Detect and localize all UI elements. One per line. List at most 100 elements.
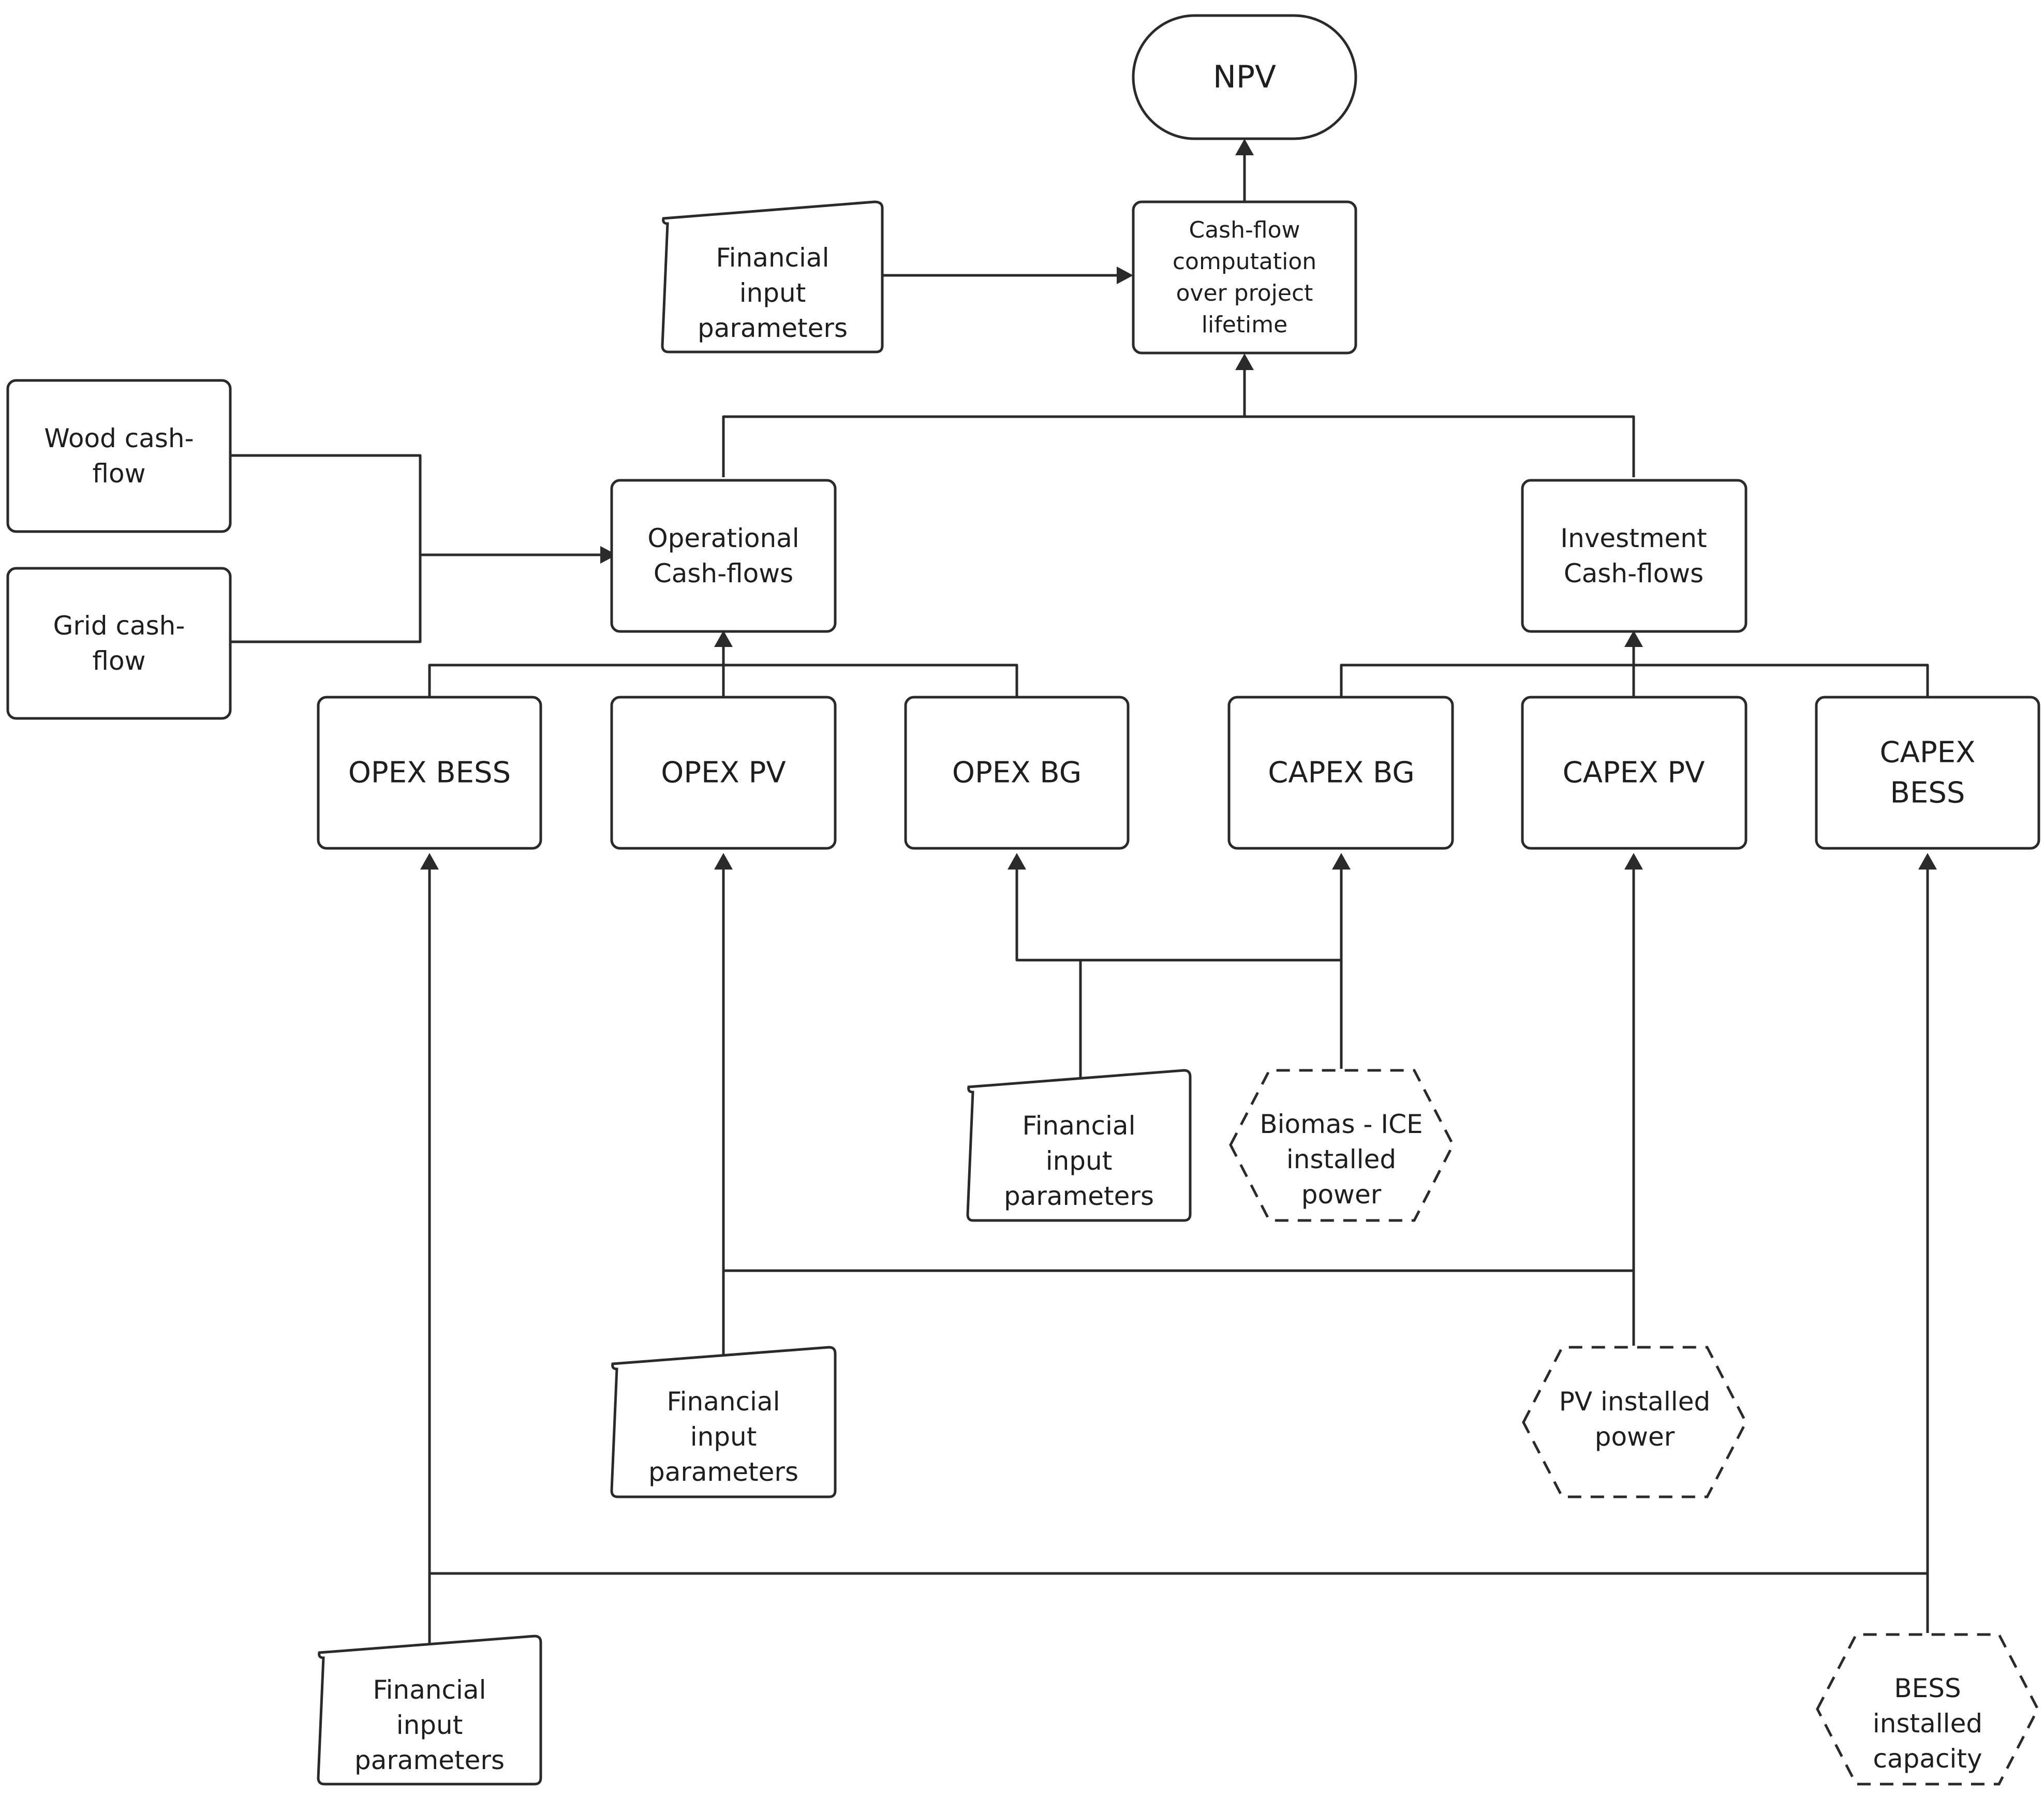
financial-input-bess-node: Financial input parameters	[317, 1635, 542, 1786]
arrowhead-opex-bg	[1008, 853, 1026, 870]
arrowhead-opex-pv	[714, 853, 733, 870]
node-label: NPV	[1213, 59, 1276, 95]
opex-pv-node: OPEX PV	[610, 696, 837, 850]
node-label-line: flow	[93, 459, 146, 489]
pv-installed-power-node: PV installed power	[1522, 1346, 1747, 1498]
node-label-line: NPV	[1213, 59, 1276, 95]
arrowhead-capex-bess	[1918, 853, 1937, 870]
arrowhead-computation-left	[1117, 267, 1133, 284]
node-label: Grid cash-flow	[53, 611, 185, 676]
connector-wood-grid-to-operational	[230, 454, 600, 643]
node-label: Financial input parameters	[648, 1387, 798, 1487]
opex-bg-node: OPEX BG	[904, 696, 1130, 850]
node-label-line: BESS	[1894, 1673, 1961, 1703]
node-label-line: installed	[1873, 1709, 1982, 1739]
connector-pv-inputs	[722, 870, 1635, 1357]
node-label-line: Operational	[647, 523, 799, 553]
node-label-line: parameters	[648, 1457, 798, 1487]
arrowhead-opex-bess	[420, 853, 439, 870]
financial-input-bg-node: Financial input parameters	[966, 1069, 1192, 1222]
connectors	[230, 155, 1929, 1646]
node-label-line: parameters	[354, 1745, 505, 1775]
connector-capex-to-investment	[1340, 647, 1929, 697]
node-label-line: Grid cash-	[53, 611, 185, 641]
connector-bg-inputs	[1015, 870, 1343, 1082]
arrowhead-operational-bottom	[714, 630, 733, 647]
wood-cash-flow-node: Wood cash-flow	[6, 379, 232, 533]
arrowhead-computation-bottom	[1235, 354, 1254, 370]
node-label-line: OPEX PV	[661, 756, 786, 790]
node-label: OPEX BG	[952, 756, 1082, 790]
biomass-ice-power-node: Biomas - ICE installed power	[1229, 1069, 1455, 1222]
node-label-line: OPEX BESS	[348, 756, 511, 790]
node-label-line: PV installed	[1559, 1387, 1710, 1417]
node-label: Wood cash-flow	[44, 423, 194, 489]
node-label-line: input	[396, 1710, 463, 1740]
node-label-line: computation	[1173, 248, 1316, 275]
node-label: Financial input parameters	[354, 1675, 505, 1775]
node-label: OPEX BESS	[348, 756, 511, 790]
node-label-line: OPEX BG	[952, 756, 1082, 790]
node-label-line: input	[739, 278, 806, 308]
connector-cashflows-to-computation	[722, 370, 1635, 477]
node-label: CAPEX PV	[1563, 756, 1705, 790]
node-label-line: capacity	[1873, 1744, 1982, 1774]
node-label-line: CAPEX PV	[1563, 756, 1705, 790]
node-label-line: Cash-flows	[1564, 558, 1704, 588]
financial-input-top-node: Financial input parameters	[661, 200, 884, 354]
node-label: CAPEX BESS	[1880, 736, 1976, 810]
node-label-line: Cash-flows	[654, 558, 793, 588]
arrowhead-operational-left	[600, 546, 617, 564]
node-label-line: power	[1595, 1422, 1675, 1452]
node-label-line: input	[1046, 1146, 1113, 1176]
node-label-line: power	[1301, 1180, 1382, 1210]
node-label-line: Financial	[1023, 1111, 1136, 1141]
financial-input-pv-node: Financial input parameters	[610, 1346, 837, 1498]
node-label-line: parameters	[1004, 1181, 1154, 1211]
arrowhead-npv	[1235, 139, 1254, 155]
node-label: Cash-flow computation over project lifetime	[1173, 217, 1316, 338]
node-label-line: Cash-flow	[1189, 217, 1300, 243]
npv-node: NPV	[1132, 14, 1357, 140]
capex-bg-node: CAPEX BG	[1227, 696, 1454, 850]
capex-bess-node: CAPEX BESS	[1815, 696, 2040, 850]
node-label: Financial input parameters	[698, 243, 848, 343]
node-label-line: Financial	[373, 1675, 486, 1705]
node-label-line: input	[690, 1422, 757, 1452]
node-label: PV installed power	[1559, 1387, 1710, 1452]
arrowhead-capex-pv	[1624, 853, 1643, 870]
connector-bess-inputs	[428, 870, 1929, 1646]
node-label-line: CAPEX BG	[1268, 756, 1415, 790]
cashflow-computation-node: Cash-flow computation over project lifetime	[1132, 200, 1357, 355]
node-label-line: BESS	[1890, 776, 1965, 810]
bess-installed-capacity-node: BESS installed capacity	[1816, 1633, 2039, 1786]
node-label-line: parameters	[698, 313, 848, 343]
opex-bess-node: OPEX BESS	[317, 696, 542, 850]
node-label: Biomas - ICE installed power	[1260, 1109, 1423, 1210]
node-label-line: over project	[1176, 280, 1313, 306]
node-label-line: Wood cash-	[44, 423, 194, 453]
node-label-line: Financial	[716, 243, 830, 273]
arrowhead-capex-bg	[1332, 853, 1351, 870]
connector-opex-to-operational	[428, 647, 1018, 697]
node-label-line: lifetime	[1202, 312, 1287, 338]
grid-cash-flow-node: Grid cash-flow	[6, 567, 232, 720]
node-label-line: Investment	[1560, 523, 1707, 553]
node-label-line: installed	[1286, 1144, 1396, 1174]
node-label-line: Financial	[667, 1387, 780, 1417]
node-label: Financial input parameters	[1004, 1111, 1154, 1211]
node-label-line: CAPEX	[1880, 736, 1976, 770]
node-label: BESS installed capacity	[1873, 1673, 1982, 1774]
node-label: OPEX PV	[661, 756, 786, 790]
capex-pv-node: CAPEX PV	[1521, 696, 1747, 850]
arrowheads	[420, 139, 1937, 870]
arrowhead-investment-bottom	[1624, 630, 1643, 647]
node-label-line: flow	[93, 646, 146, 676]
node-label-line: Biomas - ICE	[1260, 1109, 1423, 1139]
node-label: CAPEX BG	[1268, 756, 1415, 790]
